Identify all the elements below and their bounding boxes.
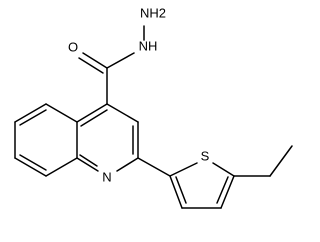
c-nh-bond [106,52,135,69]
c4a-c4-double-bond [76,103,108,127]
c7-c8-double-bond [14,154,47,177]
ethyl-ch3-bond [269,145,293,177]
c-o-double-bond [78,52,108,74]
thiophene-c5-c4-double-bond [216,175,235,209]
n1-c8a-double-bond [76,154,99,172]
c2-n1-bond [116,157,139,172]
thiophene-c3-c2-double-bond [169,175,187,209]
c2-thiophene-bond [137,157,171,177]
oxygen-label: O [68,40,78,55]
thiophene-c2-s-bond [169,162,198,177]
c4-c3-bond [106,103,139,123]
nh-label: NH [139,39,158,54]
c5-c6-double-bond [14,103,47,126]
c3-c2-double-bond [132,121,139,159]
thiophene-s-c5-bond [212,162,235,177]
nh2-label: NH2 [140,6,166,21]
chemical-structure-diagram: NH2 NH O N S [14,6,293,209]
nitrogen-label: N [102,170,111,185]
c4a-c5-bond [45,103,78,123]
c8-c8a-bond [45,157,78,177]
sulfur-label: S [201,149,210,164]
